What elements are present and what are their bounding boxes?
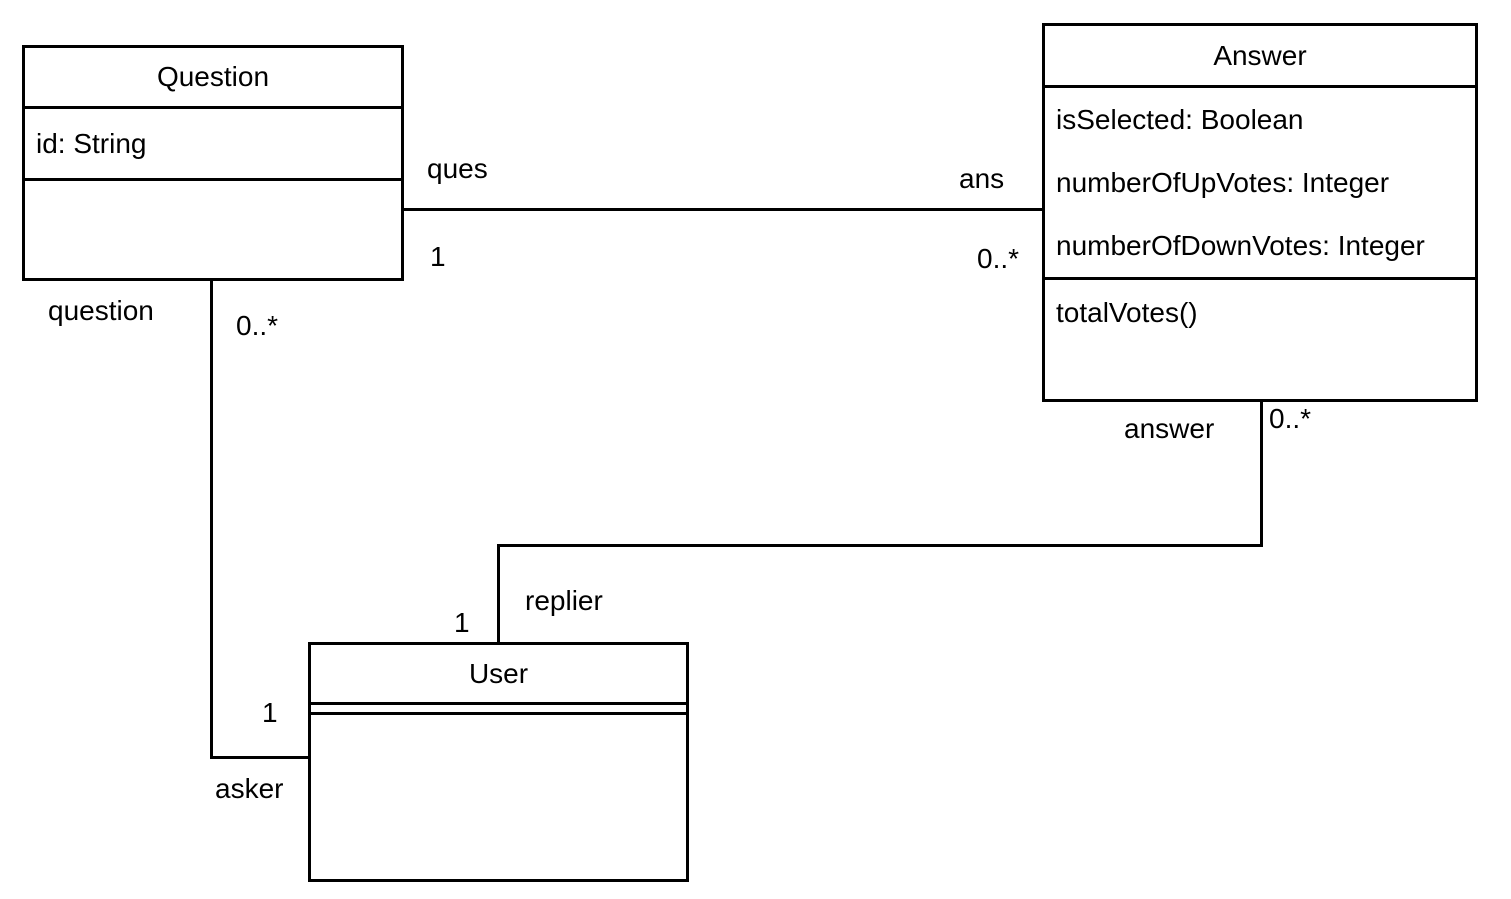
association-line-question-user-horizontal[interactable] <box>210 756 308 759</box>
class-attributes-user <box>311 705 686 715</box>
class-methods-question <box>25 181 401 278</box>
class-attributes-answer: isSelected: Boolean numberOfUpVotes: Int… <box>1045 88 1475 280</box>
attribute-numberofdownvotes: numberOfDownVotes: Integer <box>1056 229 1425 261</box>
association-line-answer-user-vertical-2[interactable] <box>497 544 500 642</box>
association-line-question-answer[interactable] <box>404 208 1042 211</box>
role-label-ans: ans <box>959 163 1005 194</box>
class-methods-answer: totalVotes() <box>1045 280 1475 399</box>
class-methods-user <box>311 715 686 879</box>
multiplicity-label-question-side: 1 <box>430 241 446 272</box>
role-label-asker: asker <box>215 773 284 804</box>
class-name-answer: Answer <box>1045 26 1475 88</box>
multiplicity-label-answer-user-side: 0..* <box>1269 403 1312 434</box>
class-box-user[interactable]: User <box>308 642 689 882</box>
association-line-answer-user-horizontal[interactable] <box>497 544 1263 547</box>
class-attributes-question: id: String <box>25 109 401 181</box>
attribute-numberofupvotes: numberOfUpVotes: Integer <box>1056 166 1390 198</box>
role-label-replier: replier <box>525 585 603 616</box>
class-box-answer[interactable]: Answer isSelected: Boolean numberOfUpVot… <box>1042 23 1478 402</box>
method-totalvotes: totalVotes() <box>1056 297 1198 328</box>
multiplicity-label-asker-side: 1 <box>262 697 278 728</box>
role-label-answer: answer <box>1124 413 1215 444</box>
multiplicity-label-answer-side: 0..* <box>977 243 1020 274</box>
association-line-question-user-vertical[interactable] <box>210 281 213 759</box>
class-name-question: Question <box>25 48 401 109</box>
attribute-id: id: String <box>36 127 147 159</box>
class-name-user: User <box>311 645 686 705</box>
class-box-question[interactable]: Question id: String <box>22 45 404 281</box>
role-label-ques: ques <box>427 153 488 184</box>
multiplicity-label-question-user-side: 0..* <box>236 310 279 341</box>
role-label-question: question <box>48 295 154 326</box>
association-line-answer-user-vertical-1[interactable] <box>1260 402 1263 547</box>
multiplicity-label-replier-side: 1 <box>454 607 470 638</box>
attribute-isselected: isSelected: Boolean <box>1056 103 1304 135</box>
